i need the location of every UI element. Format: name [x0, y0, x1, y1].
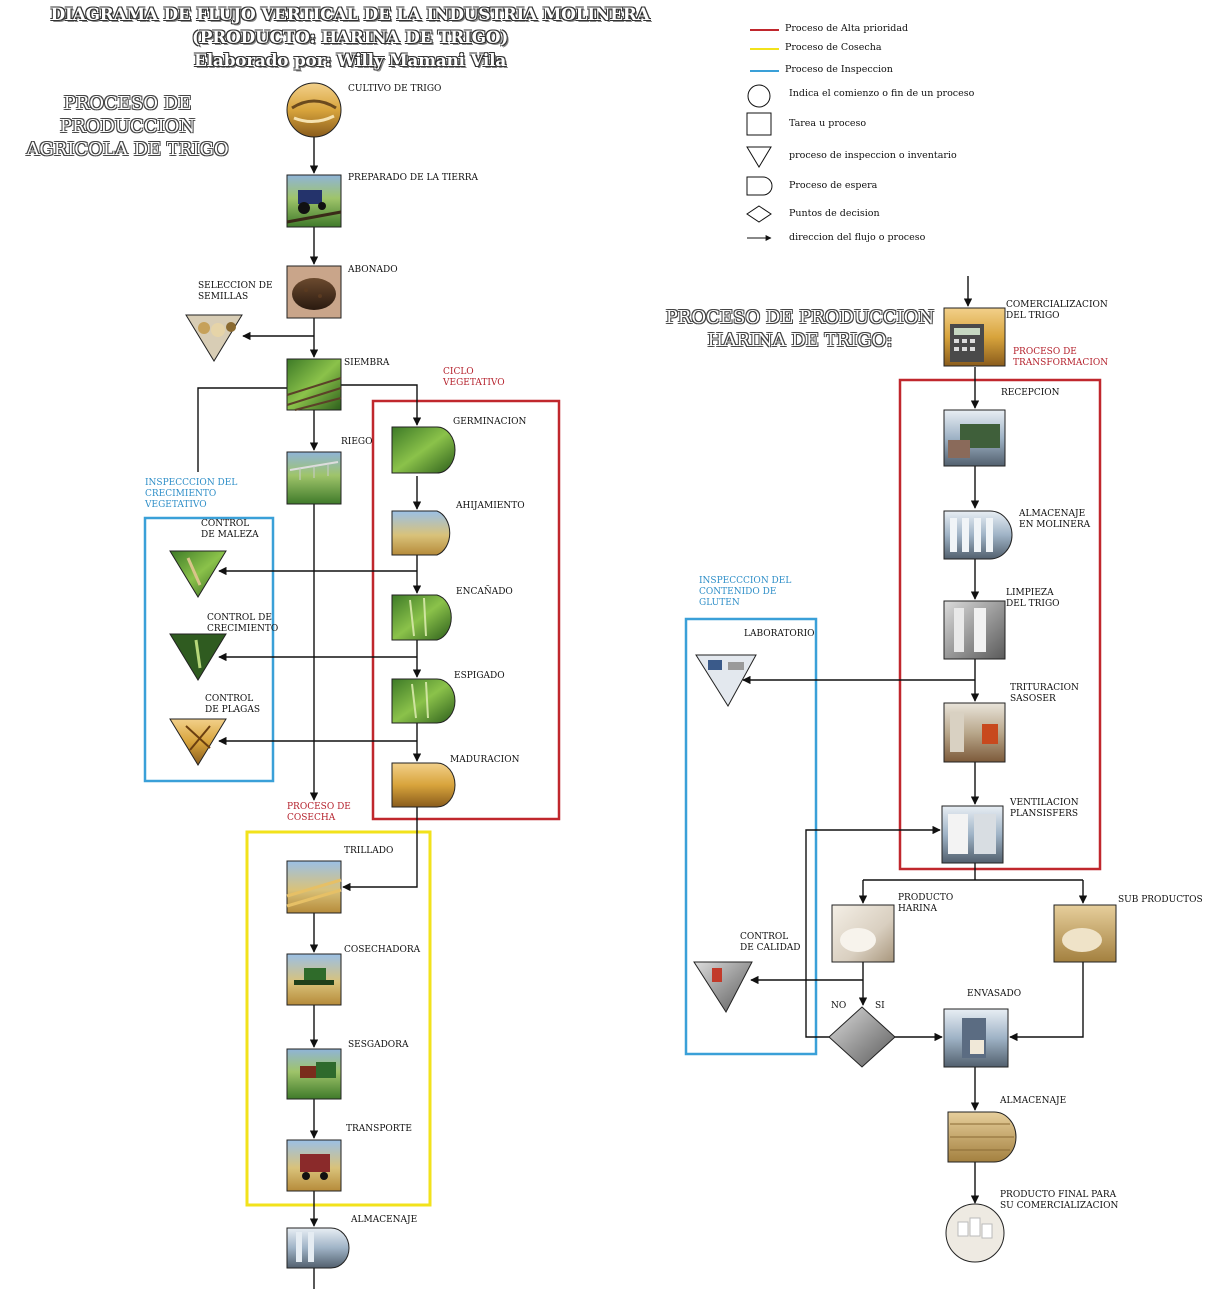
label-abonado: ABONADO — [348, 265, 398, 275]
espigado-delay-shape — [391, 678, 456, 724]
label-preparado: PREPARADO DE LA TIERRA — [348, 173, 479, 183]
cultivo-de-trigo-icon — [286, 82, 342, 138]
inverted-triangle-icon — [746, 146, 772, 168]
decision-diamond — [828, 1006, 896, 1068]
label-ventilacion: VENTILACION PLANSISFERS — [1010, 798, 1079, 819]
trituracion-photo — [943, 702, 1006, 763]
ahijamiento-delay-shape — [391, 510, 451, 556]
producto-harina-photo — [831, 904, 895, 963]
title-line-2: (PRODUCTO: HARINA DE TRIGO) — [191, 28, 509, 48]
label-decision-si: SI — [875, 1001, 885, 1011]
transporte-photo — [286, 1139, 342, 1192]
title-line-1: DIAGRAMA DE FLUJO VERTICAL DE LA INDUSTR… — [50, 5, 650, 25]
sub-productos-photo — [1053, 904, 1117, 963]
label-almacenaje-left: ALMACENAJE — [351, 1215, 418, 1225]
label-cosechadora: COSECHADORA — [344, 945, 421, 955]
label-limpieza: LIMPIEZA DEL TRIGO — [1006, 588, 1060, 609]
cosecha-box — [245, 830, 432, 1207]
label-comercializacion: COMERCIALIZACION DEL TRIGO — [1006, 300, 1108, 321]
legend-label-arrow: direccion del flujo o proceso — [789, 232, 926, 243]
ventilacion-photo — [941, 805, 1004, 864]
delay-d-shape-icon — [746, 176, 773, 196]
germinacion-delay-shape — [391, 426, 456, 474]
label-laboratorio: LABORATORIO — [744, 629, 815, 639]
sesgadora-photo — [286, 1048, 342, 1100]
inspeccion-gluten-box — [684, 617, 818, 1056]
transformacion-box — [898, 378, 1102, 871]
maduracion-delay-shape — [391, 762, 456, 808]
label-producto-final: PRODUCTO FINAL PARA SU COMERCIALIZACION — [1000, 1190, 1119, 1211]
label-control-maleza: CONTROL DE MALEZA — [201, 519, 259, 540]
almacenaje-sacks-delay-shape — [947, 1111, 1017, 1163]
legend-label-square: Tarea u proceso — [789, 118, 867, 129]
label-proceso-cosecha: PROCESO DE COSECHA — [287, 802, 351, 823]
label-control-plagas: CONTROL DE PLAGAS — [205, 694, 261, 715]
label-transporte: TRANSPORTE — [346, 1124, 412, 1134]
legend-label-cosecha: Proceso de Cosecha — [785, 42, 882, 53]
abonado-photo — [286, 265, 342, 319]
label-almacenaje-molinera: ALMACENAJE EN MOLINERA — [1019, 509, 1091, 530]
diamond-icon — [746, 205, 772, 223]
label-ciclo-vegetativo: CICLO VEGETATIVO — [443, 367, 505, 388]
control-maleza-triangle — [169, 550, 227, 598]
label-trituracion: TRITURACION SASOSER — [1010, 683, 1079, 704]
comercializacion-photo — [943, 307, 1006, 367]
laboratorio-triangle — [695, 654, 757, 707]
legend-label-triangle: proceso de inspeccion o inventario — [789, 150, 957, 161]
label-encanado: ENCAÑADO — [456, 587, 513, 597]
inspeccion-crecimiento-box — [143, 516, 275, 783]
label-siembra: SIEMBRA — [344, 358, 390, 368]
label-cultivo: CULTIVO DE TRIGO — [348, 84, 442, 94]
label-seleccion: SELECCION DE SEMILLAS — [198, 281, 273, 302]
label-trillado: TRILLADO — [344, 846, 394, 856]
label-inspeccion-crecimiento: INSPECCCION DEL CRECIMIENTO VEGETATIVO — [145, 478, 238, 510]
label-proceso-transformacion: PROCESO DE TRANSFORMACION — [1013, 347, 1109, 368]
encanado-delay-shape — [391, 594, 452, 641]
siembra-photo — [286, 358, 342, 411]
legend-label-diamond: Puntos de decision — [789, 208, 880, 219]
label-control-crecimiento: CONTROL DE CRECIMIENTO — [207, 613, 279, 634]
envasado-photo — [943, 1008, 1009, 1068]
label-control-calidad: CONTROL DE CALIDAD — [740, 932, 801, 953]
label-maduracion: MADURACION — [450, 755, 520, 765]
label-inspeccion-gluten: INSPECCCION DEL CONTENIDO DE GLUTEN — [699, 576, 792, 608]
control-crecimiento-triangle — [169, 633, 227, 681]
label-producto-harina: PRODUCTO HARINA — [898, 893, 954, 914]
diagram-title: DIAGRAMA DE FLUJO VERTICAL DE LA INDUSTR… — [40, 4, 660, 73]
ciclo-vegetativo-box — [371, 399, 561, 821]
recepcion-photo — [943, 409, 1006, 467]
cosechadora-photo — [286, 953, 342, 1006]
label-recepcion: RECEPCION — [1001, 388, 1060, 398]
label-espigado: ESPIGADO — [454, 671, 505, 681]
seleccion-semillas-triangle — [185, 314, 243, 362]
almacenaje-silo-delay-shape — [286, 1227, 350, 1269]
square-icon — [746, 112, 772, 136]
legend-label-inspeccion: Proceso de Inspeccion — [785, 64, 893, 75]
almacenaje-molinera-delay-shape — [943, 510, 1013, 560]
control-plagas-triangle — [169, 718, 227, 766]
label-decision-no: NO — [831, 1001, 847, 1011]
label-riego: RIEGO — [341, 437, 373, 447]
limpieza-photo — [943, 600, 1006, 660]
circle-icon — [747, 84, 771, 108]
agricultural-section-title: PROCESO DE PRODUCCION AGRICOLA DE TRIGO — [26, 93, 229, 160]
label-germinacion: GERMINACION — [453, 417, 527, 427]
trillado-photo — [286, 860, 342, 914]
legend-label-alta-prioridad: Proceso de Alta prioridad — [785, 23, 909, 34]
legend-label-circle: Indica el comienzo o fin de un proceso — [789, 88, 975, 99]
milling-section-title: PROCESO DE PRODUCCION HARINA DE TRIGO: — [665, 307, 935, 351]
label-envasado: ENVASADO — [967, 989, 1022, 999]
label-sub-productos: SUB PRODUCTOS — [1118, 895, 1203, 905]
label-ahijamiento: AHIJAMIENTO — [456, 501, 525, 511]
producto-final-circle — [945, 1203, 1005, 1263]
legend-label-delay: Proceso de espera — [789, 180, 878, 191]
label-almacenaje-right: ALMACENAJE — [1000, 1096, 1067, 1106]
riego-photo — [286, 451, 342, 505]
control-calidad-triangle — [693, 961, 753, 1013]
preparado-tierra-photo — [286, 174, 342, 228]
label-sesgadora: SESGADORA — [348, 1040, 409, 1050]
title-author: Elaborado por: Willy Mamani Vila — [194, 51, 506, 71]
